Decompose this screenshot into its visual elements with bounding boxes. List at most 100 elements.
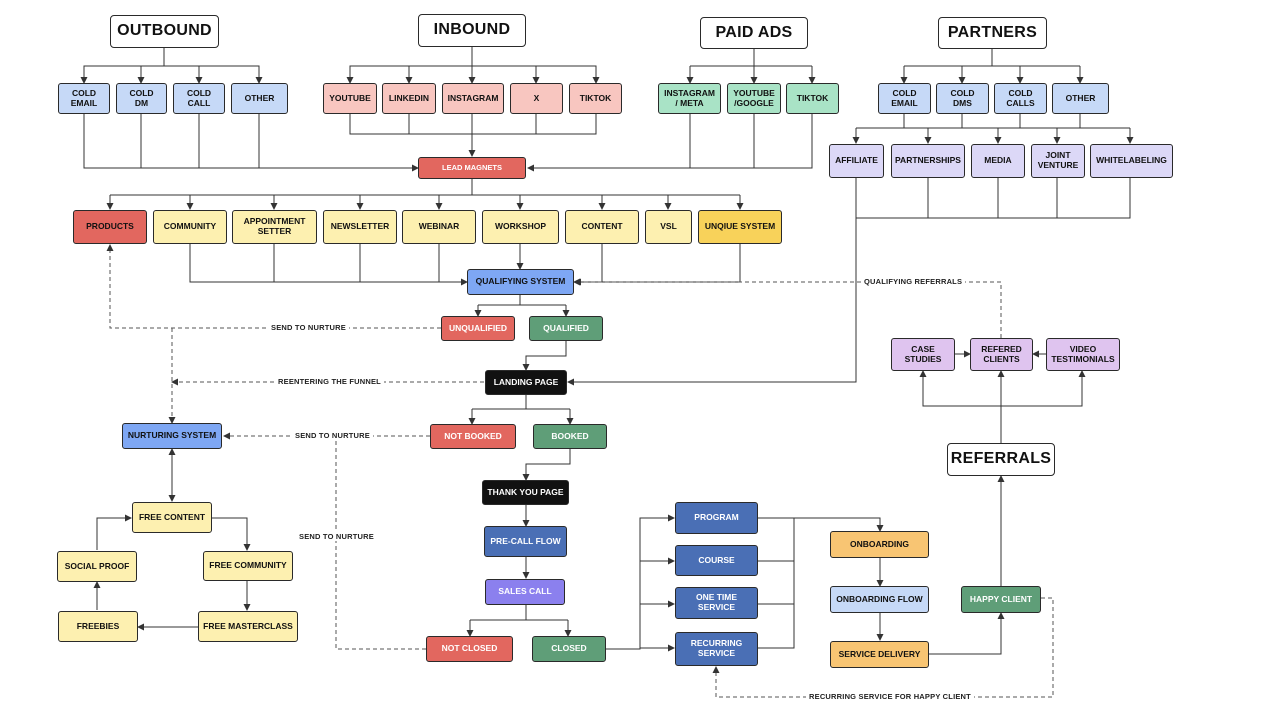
recurring-service-node: RECURRING SERVICE [675,632,758,666]
unique-system-node: UNQIUE SYSTEM [698,210,782,244]
cold-call-node: COLD CALL [173,83,225,114]
qualifying-system-node: QUALIFYING SYSTEM [467,269,574,295]
cold-email-node: COLD EMAIL [58,83,110,114]
connector [110,179,740,196]
onboarding-node: ONBOARDING [830,531,929,558]
workshop-node: WORKSHOP [482,210,559,244]
x-node: X [510,83,563,114]
referrals-header: REFERRALS [947,443,1055,476]
unqualified-node: UNQUALIFIED [441,316,515,341]
instagram-meta-node: INSTAGRAM / META [658,83,721,114]
connector [83,48,259,83]
video-testimonials-node: VIDEO TESTIMONIALS [1046,338,1120,371]
connector [758,518,795,649]
appointment-setter-node: APPOINTMENT SETTER [232,210,317,244]
send-to-nurture-label: SEND TO NURTURE [292,431,373,440]
partnerships-node: PARTNERSHIPS [891,144,965,178]
connector [567,178,857,386]
one-time-service-node: ONE TIME SERVICE [675,587,758,619]
sales-call-node: SALES CALL [485,579,565,605]
instagram-node: INSTAGRAM [442,83,504,114]
refered-clients-node: REFERED CLIENTS [970,338,1033,371]
cold-email-partners-node: COLD EMAIL [878,83,931,114]
dashed-connector [106,244,441,329]
connector [961,114,1081,128]
connector [573,244,741,286]
webinar-node: WEBINAR [402,210,476,244]
vsl-node: VSL [645,210,692,244]
connector [606,514,675,650]
freebies-node: FREEBIES [58,611,138,642]
partners-header: PARTNERS [938,17,1047,49]
connector [758,517,884,532]
inbound-header: INBOUND [418,14,526,47]
other-partners-node: OTHER [1052,83,1109,114]
course-node: COURSE [675,545,758,576]
cold-dm-node: COLD DM [116,83,167,114]
connector [273,244,440,282]
connector [689,114,755,168]
connector [522,341,567,371]
connector [470,605,568,621]
media-node: MEDIA [971,144,1025,178]
outbound-header: OUTBOUND [110,15,219,48]
connector [349,47,597,83]
whitelabeling-node: WHITELABELING [1090,144,1173,178]
connector [856,114,1130,129]
landing-page-node: LANDING PAGE [485,370,567,395]
lead-magnets-node: LEAD MAGNETS [418,157,526,179]
thank-you-page-node: THANK YOU PAGE [482,480,569,505]
tiktok-inbound-node: TIKTOK [569,83,622,114]
dashed-connector [335,436,426,650]
dashed-connector [574,278,1002,338]
connector [140,114,260,168]
closed-node: CLOSED [532,636,606,662]
products-node: PRODUCTS [73,210,147,244]
affiliate-node: AFFILIATE [829,144,884,178]
connector [96,514,132,550]
connector [919,370,1002,443]
connector [189,244,468,286]
free-content-node: FREE CONTENT [132,502,212,533]
onboarding-flow-node: ONBOARDING FLOW [830,586,929,613]
not-closed-node: NOT CLOSED [426,636,513,662]
connector [349,114,597,135]
social-proof-node: SOCIAL PROOF [57,551,137,582]
send-to-nurture-label: SEND TO NURTURE [296,532,377,541]
qualified-node: QUALIFIED [529,316,603,341]
happy-client-node: HAPPY CLIENT [961,586,1041,613]
send-to-nurture-label: SEND TO NURTURE [268,323,349,332]
reentering-the-funnel-label: REENTERING THE FUNNEL [275,377,384,386]
community-node: COMMUNITY [153,210,227,244]
other-outbound-node: OTHER [231,83,288,114]
dashed-connector [712,597,1054,698]
program-node: PROGRAM [675,502,758,534]
case-studies-node: CASE STUDIES [891,338,955,371]
qualifying-referrals-label: QUALIFYING REFERRALS [861,277,966,286]
connector [478,295,566,306]
nurturing-system-node: NURTURING SYSTEM [122,423,222,449]
youtube-node: YOUTUBE [323,83,377,114]
linkedin-node: LINKEDIN [382,83,436,114]
booked-node: BOOKED [533,424,607,449]
paid-ads-header: PAID ADS [700,17,808,49]
newsletter-node: NEWSLETTER [323,210,397,244]
connector [904,49,1080,67]
connector [472,395,570,410]
content-node: CONTENT [565,210,639,244]
connector [929,612,1005,655]
service-delivery-node: SERVICE DELIVERY [830,641,929,668]
connector [690,49,812,67]
cold-calls-partners-node: COLD CALLS [994,83,1047,114]
free-masterclass-node: FREE MASTERCLASS [198,611,298,642]
connector [527,114,813,172]
free-community-node: FREE COMMUNITY [203,551,293,581]
connector [522,449,571,481]
connector [212,517,251,551]
connector [1001,370,1086,407]
youtube-google-node: YOUTUBE /GOOGLE [727,83,781,114]
pre-call-flow-node: PRE-CALL FLOW [484,526,567,557]
joint-venture-node: JOINT VENTURE [1031,144,1085,178]
